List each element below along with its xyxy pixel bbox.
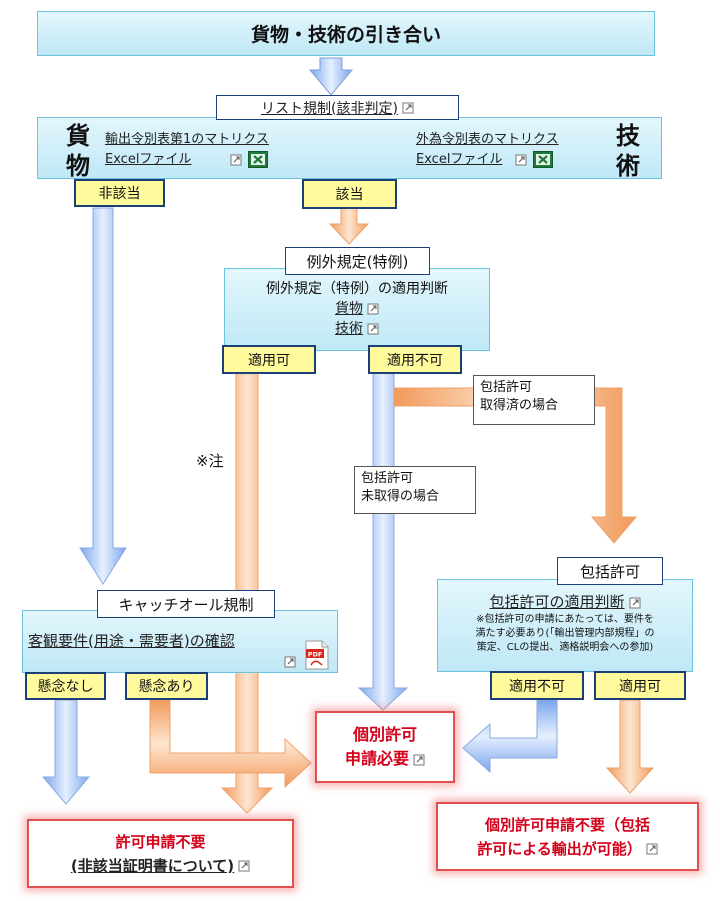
result-not-required-hokatsu: 個別許可申請不要（包括 許可による輸出が可能） [436, 802, 699, 871]
arrow-title-to-list [308, 57, 354, 96]
result-not-required: 許可申請不要 (非該当証明書について) [27, 819, 294, 888]
arrow-hokatsu-ka [605, 699, 655, 794]
external-link-icon[interactable] [646, 843, 658, 855]
goods-excel-link[interactable]: Excelファイル [105, 152, 192, 167]
arrow-kenen-nashi [41, 699, 91, 805]
list-reg-box [37, 117, 662, 179]
tech-matrix-link[interactable]: 外為令別表のマトリクス [416, 132, 559, 147]
title-box: 貨物・技術の引き合い [37, 11, 655, 56]
list-reg-header-label[interactable]: リスト規制(該非判定) [261, 100, 398, 117]
goods-big-label: 貨物 [66, 122, 90, 180]
label-tekiyou-fuka: 適用不可 [368, 345, 462, 374]
arrow-hokatsu-fuka [462, 699, 558, 774]
result-individual-line1: 個別許可 [352, 725, 417, 744]
external-link-icon[interactable] [238, 860, 250, 872]
arrow-gaitou [328, 207, 370, 245]
external-link-icon[interactable] [230, 154, 242, 166]
exception-goods-link[interactable]: 貨物 [335, 301, 363, 317]
label-hi-gaitou: 非該当 [74, 179, 165, 207]
excel-icon[interactable] [247, 151, 268, 168]
hokatsu-note-line2: 満たす必要あり(「輸出管理内部規程」の [475, 628, 655, 639]
pdf-icon[interactable]: PDF [305, 640, 329, 670]
condition-not-acquired-line1: 包括許可 [361, 471, 414, 486]
result-hokatsu-line1: 個別許可申請不要（包括 [484, 815, 650, 834]
external-link-icon[interactable] [515, 154, 527, 166]
exception-header: 例外規定(特例) [285, 247, 430, 275]
condition-acquired-line2: 取得済の場合 [480, 398, 559, 413]
label-kenen-nashi: 懸念なし [25, 672, 106, 700]
title-text: 貨物・技術の引き合い [250, 24, 441, 46]
exception-content: 例外規定（特例）の適用判断 貨物 技術 [224, 279, 490, 339]
condition-not-acquired-line2: 未取得の場合 [361, 489, 440, 504]
external-link-icon[interactable] [367, 323, 379, 335]
catchall-body: 客観要件(用途・需要者)の確認 [28, 630, 235, 651]
label-tekiyou-ka: 適用可 [222, 345, 316, 374]
catchall-check-link[interactable]: 客観要件(用途・需要者)の確認 [28, 632, 235, 650]
label-hokatsu-fuka: 適用不可 [490, 671, 584, 700]
external-link-icon[interactable] [284, 656, 296, 668]
result-individual-line2: 申請必要 [344, 749, 409, 768]
hokatsu-note-line1: ※包括許可の申請にあたっては、要件を [476, 614, 654, 625]
label-kenen-ari: 懸念あり [125, 672, 208, 700]
external-link-icon[interactable] [629, 597, 641, 609]
catchall-header: キャッチオール規制 [97, 590, 275, 618]
result-individual: 個別許可 申請必要 [315, 711, 455, 783]
hokatsu-note: ※包括許可の申請にあたっては、要件を 満たす必要あり(「輸出管理内部規程」の 策… [437, 613, 693, 655]
result-not-required-link[interactable]: (非該当証明書について) [70, 856, 235, 875]
exception-tech-link[interactable]: 技術 [335, 321, 363, 337]
label-gaitou: 該当 [302, 179, 397, 209]
hokatsu-judgement-link[interactable]: 包括許可の適用判断 [489, 593, 625, 611]
condition-not-acquired: 包括許可 未取得の場合 [354, 466, 476, 514]
hokatsu-note-line3: 策定、CLの提出、適格説明会への参加) [476, 642, 654, 653]
tech-big-label: 技術 [616, 122, 640, 180]
hokatsu-content: 包括許可の適用判断 ※包括許可の申請にあたっては、要件を 満たす必要あり(「輸出… [437, 591, 693, 655]
arrow-kenen-ari [149, 699, 312, 789]
goods-matrix-block: 輸出令別表第1のマトリクス Excelファイル [105, 130, 269, 170]
condition-acquired-line1: 包括許可 [480, 380, 533, 395]
condition-acquired: 包括許可 取得済の場合 [473, 375, 595, 425]
note-label: ※注 [196, 452, 224, 470]
exception-box [224, 268, 490, 351]
excel-icon[interactable] [532, 151, 553, 168]
external-link-icon[interactable] [413, 754, 425, 766]
tech-excel-link[interactable]: Excelファイル [416, 152, 503, 167]
hokatsu-header: 包括許可 [557, 557, 663, 585]
pdf-label: PDF [308, 651, 323, 659]
list-reg-header[interactable]: リスト規制(該非判定) [216, 95, 459, 120]
arrow-higaitou [79, 207, 127, 585]
tech-matrix-block: 外為令別表のマトリクス Excelファイル [416, 130, 559, 170]
result-hokatsu-line2: 許可による輸出が可能） [477, 839, 642, 858]
external-link-icon[interactable] [367, 303, 379, 315]
label-hokatsu-ka: 適用可 [594, 671, 686, 700]
result-not-required-line1: 許可申請不要 [115, 832, 206, 851]
arrow-tekiyou-fuka [357, 372, 409, 711]
exception-title: 例外規定（特例）の適用判断 [266, 281, 448, 297]
external-link-icon[interactable] [402, 102, 414, 114]
goods-matrix-link[interactable]: 輸出令別表第1のマトリクス [105, 132, 269, 147]
